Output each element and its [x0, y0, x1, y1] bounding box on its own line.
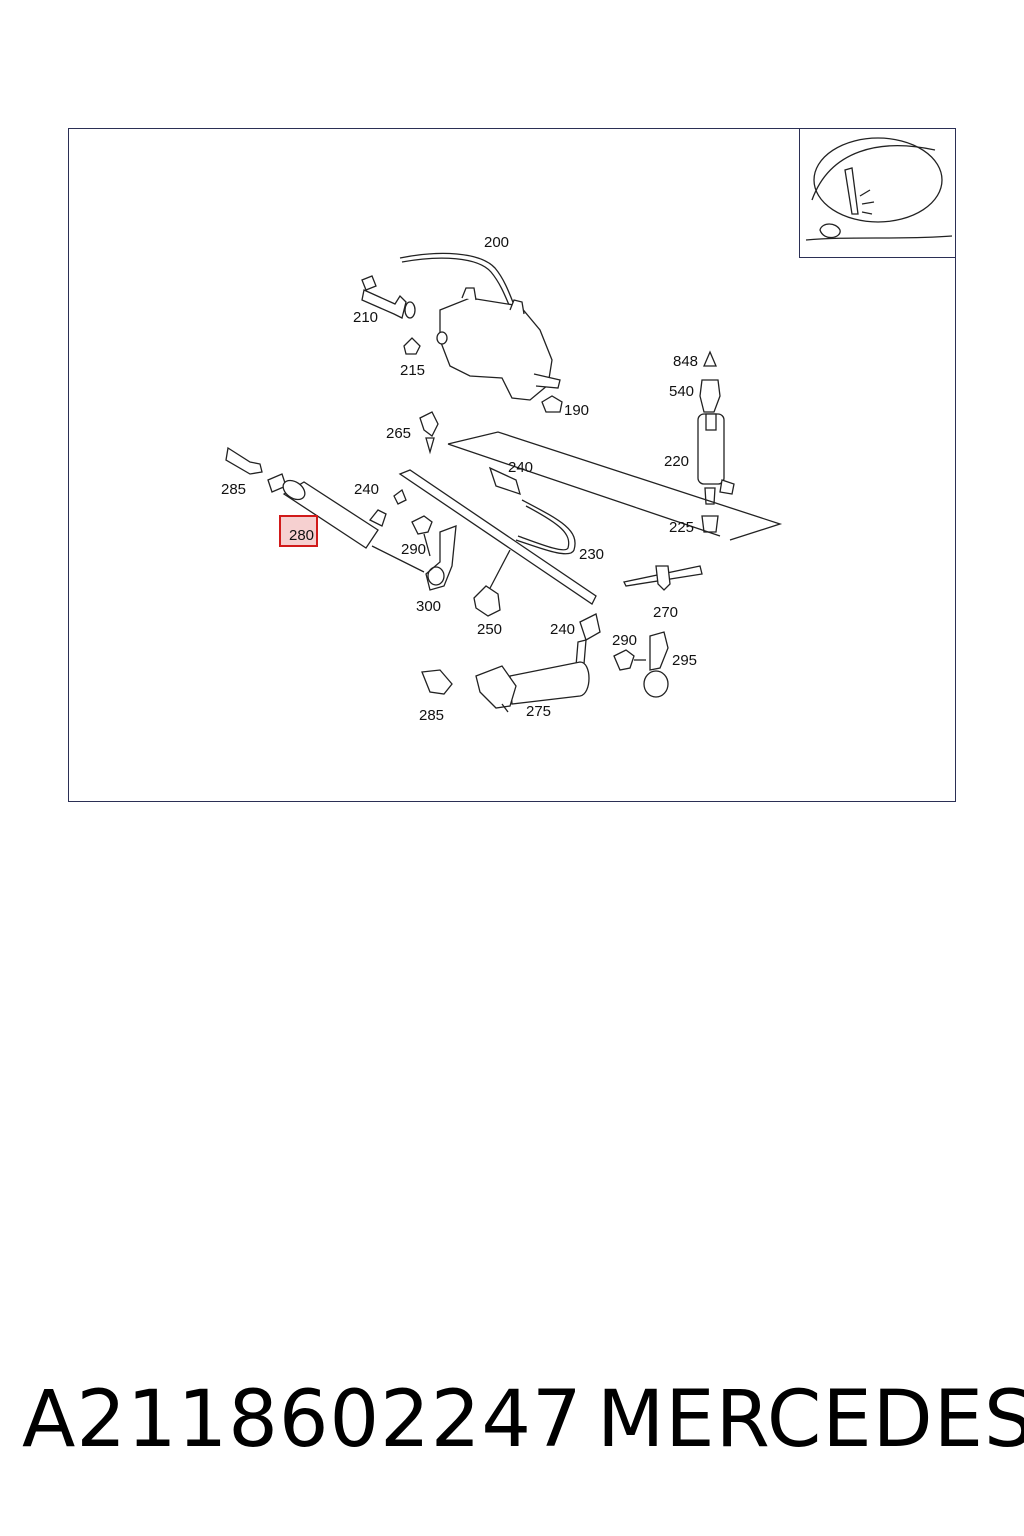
callout-215: 215	[400, 362, 425, 379]
washer-pump	[447, 350, 783, 541]
hose-assembly	[398, 411, 703, 617]
callout-285-left: 285	[221, 481, 246, 498]
parts-diagram: 200 210 215 190 848 540 220 225 265 240 …	[221, 137, 953, 724]
footer: A2118602247 MERCEDES	[0, 1370, 1024, 1470]
callout-220: 220	[664, 453, 689, 470]
callout-270: 270	[653, 604, 678, 621]
highlight-box-280	[279, 515, 318, 547]
brand-name: MERCEDES	[597, 1375, 1024, 1465]
callout-240-upper: 240	[508, 459, 533, 476]
callout-210: 210	[353, 309, 378, 326]
callout-225: 225	[669, 519, 694, 536]
callout-290-left: 290	[401, 541, 426, 558]
callout-848: 848	[673, 353, 698, 370]
callout-540: 540	[669, 383, 694, 400]
callout-240-left: 240	[354, 481, 379, 498]
callout-290-right: 290	[612, 632, 637, 649]
callout-295: 295	[672, 652, 697, 669]
callout-250: 250	[477, 621, 502, 638]
callout-230: 230	[579, 546, 604, 563]
right-washer-nozzle	[421, 613, 669, 713]
callout-200: 200	[484, 234, 509, 251]
washer-reservoir	[361, 252, 563, 413]
callout-240-right: 240	[550, 621, 575, 638]
callout-275: 275	[526, 703, 551, 720]
callout-190: 190	[564, 402, 589, 419]
callout-280: 280	[289, 527, 314, 544]
part-number: A2118602247	[22, 1375, 583, 1465]
callout-265: 265	[386, 425, 411, 442]
callout-300: 300	[416, 598, 441, 615]
inset-headlamp-sketch	[805, 137, 953, 241]
left-washer-nozzle	[225, 446, 457, 591]
callout-285-right: 285	[419, 707, 444, 724]
